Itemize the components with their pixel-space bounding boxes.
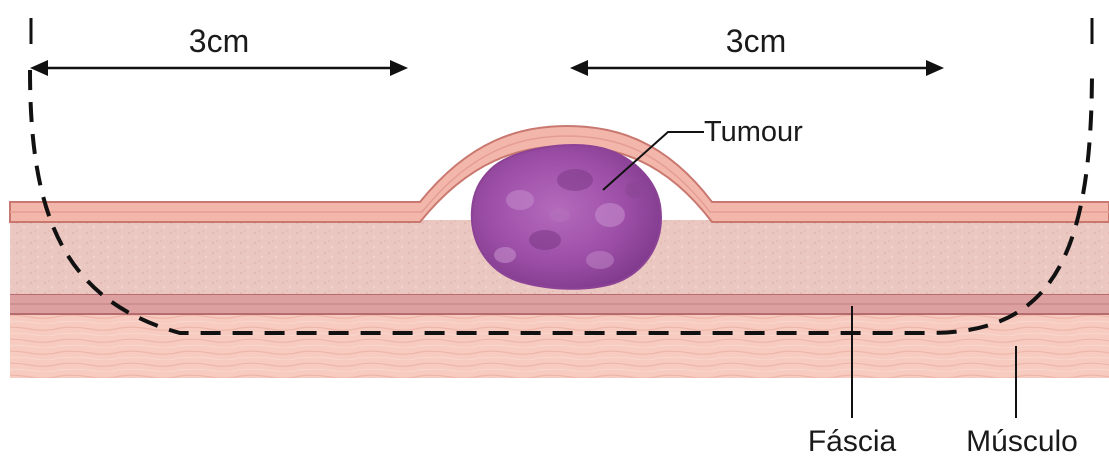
muscle-layer	[10, 314, 1109, 378]
left-margin-label: 3cm	[189, 23, 249, 59]
left-margin-arrow	[30, 60, 408, 76]
right-margin-arrow	[570, 60, 944, 76]
muscle-label: Músculo	[966, 425, 1078, 458]
tumour-label: Tumour	[704, 116, 803, 148]
fascia-label: Fáscia	[808, 425, 897, 458]
right-margin-label: 3cm	[726, 23, 786, 59]
